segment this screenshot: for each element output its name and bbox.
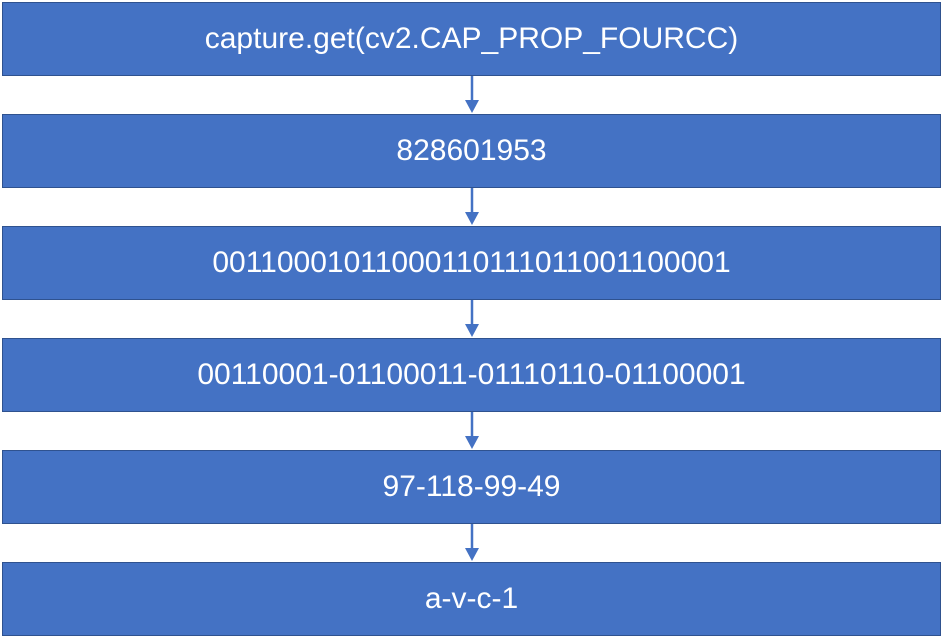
- step-box-byte-decimals: 97-118-99-49: [2, 450, 941, 524]
- step-label: 00110001011000110111011001100001: [212, 246, 731, 279]
- step-label: 97-118-99-49: [382, 470, 561, 503]
- down-arrow-icon: [462, 300, 482, 338]
- down-arrow-icon: [462, 76, 482, 114]
- step-label: capture.get(cv2.CAP_PROP_FOURCC): [204, 22, 739, 55]
- down-arrow-icon: [462, 524, 482, 562]
- step-label: a-v-c-1: [424, 582, 519, 615]
- step-label: 828601953: [396, 134, 547, 167]
- down-arrow-icon: [462, 188, 482, 226]
- step-box-fourcc-characters: a-v-c-1: [2, 562, 941, 636]
- step-box-decimal-value: 828601953: [2, 114, 941, 188]
- step-box-binary-value: 00110001011000110111011001100001: [2, 226, 941, 300]
- step-box-binary-bytes: 00110001-01100011-01110110-01100001: [2, 338, 941, 412]
- down-arrow-icon: [462, 412, 482, 450]
- step-label: 00110001-01100011-01110110-01100001: [197, 358, 746, 391]
- step-box-fourcc-call: capture.get(cv2.CAP_PROP_FOURCC): [2, 2, 941, 76]
